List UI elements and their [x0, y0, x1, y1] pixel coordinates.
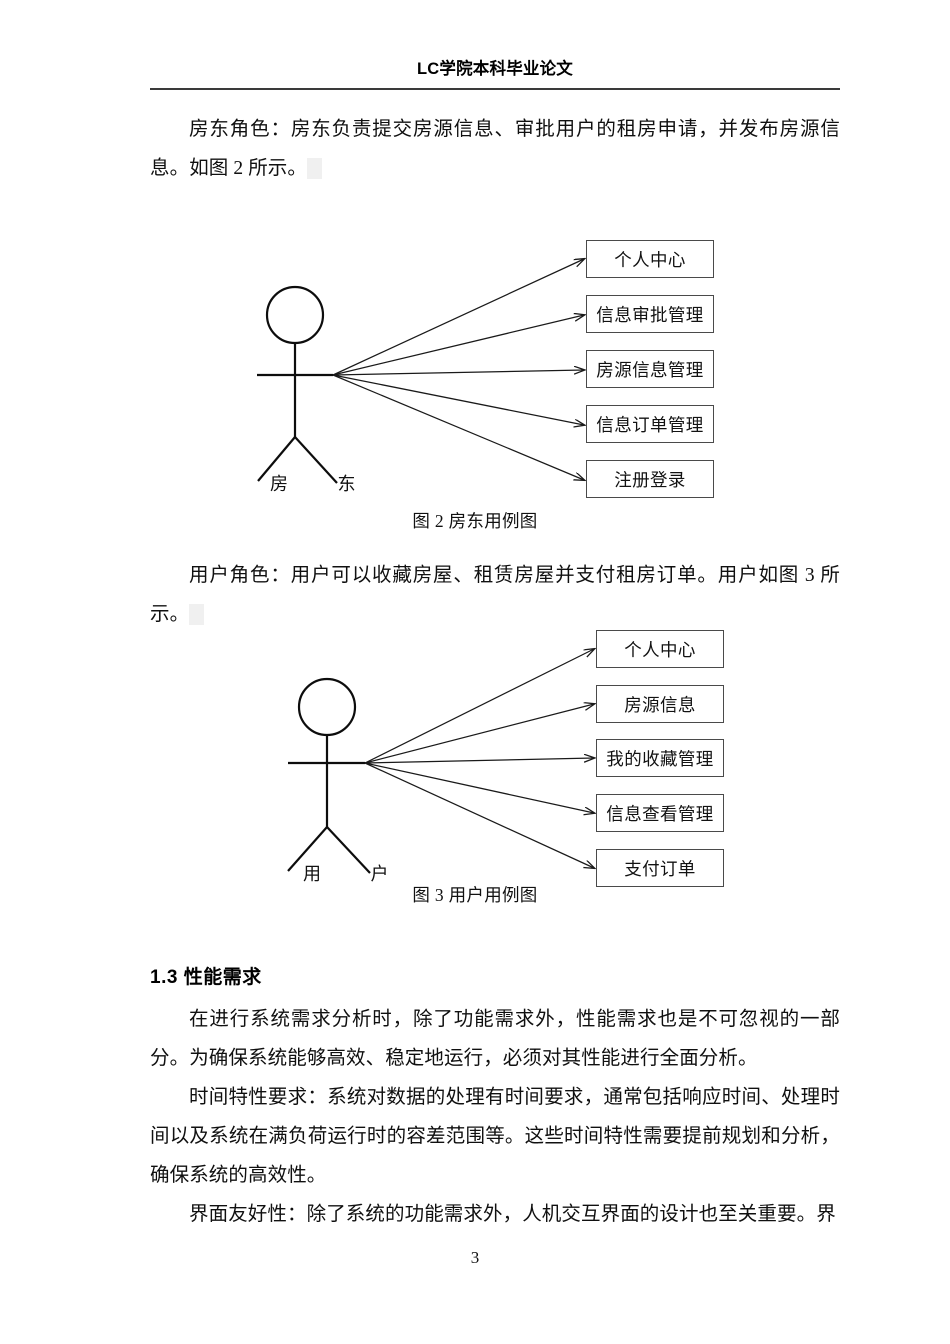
running-header: LC学院本科毕业论文	[150, 58, 840, 80]
figure-2-usecase-5: 注册登录	[586, 460, 714, 498]
figure-2-usecase-1: 个人中心	[586, 240, 714, 278]
figure-2-diagram: 房 东 个人中心 信息审批管理 房源信息管理 信息订单管理 注册登录	[0, 225, 950, 525]
figure-2-actor-and-connectors	[257, 225, 950, 484]
figure-3-actor-label: 用 户	[303, 864, 398, 884]
figure-3-actor-and-connectors	[287, 615, 950, 874]
paragraph-landlord-intro-text: 房东角色：房东负责提交房源信息、审批用户的租房申请，并发布房源信息。如图 2 所…	[150, 119, 840, 179]
association-lines	[364, 649, 594, 868]
paragraph-performance-intro: 在进行系统需求分析时，除了功能需求外，性能需求也是不可忽视的一部分。为确保系统能…	[150, 1009, 840, 1069]
paragraph-ui-friendliness: 界面友好性：除了系统的功能需求外，人机交互界面的设计也至关重要。界	[189, 1204, 836, 1225]
section-heading-performance: 1.3 性能需求	[150, 967, 262, 988]
paragraph-user-intro: 用户角色：用户可以收藏房屋、租赁房屋并支付租房订单。用户如图 3 所示。	[150, 556, 840, 634]
paragraph-time-characteristics: 时间特性要求：系统对数据的处理有时间要求，通常包括响应时间、处理时间以及系统在满…	[150, 1087, 840, 1186]
figure-2-usecase-3: 房源信息管理	[586, 350, 714, 388]
association-lines	[332, 259, 584, 480]
figure-3-caption: 图 3 用户用例图	[412, 885, 538, 905]
actor-stick-figure	[257, 285, 338, 484]
header-title: LC学院本科毕业论文	[417, 60, 573, 78]
page-number: 3	[470, 1248, 480, 1267]
figure-2-usecase-2: 信息审批管理	[586, 295, 714, 333]
figure-3-usecase-1: 个人中心	[596, 630, 724, 668]
header-divider	[150, 88, 840, 90]
figure-2-actor-label: 房 东	[270, 474, 365, 494]
actor-stick-figure	[287, 677, 371, 874]
paragraph-user-intro-text: 用户角色：用户可以收藏房屋、租赁房屋并支付租房订单。用户如图 3 所示。	[150, 565, 840, 625]
figure-3-diagram: 用 户 个人中心 房源信息 我的收藏管理 信息查看管理 支付订单	[0, 615, 950, 915]
figure-3-usecase-5: 支付订单	[596, 849, 724, 887]
figure-2-caption: 图 2 房东用例图	[412, 511, 538, 531]
paragraph-landlord-intro: 房东角色：房东负责提交房源信息、审批用户的租房申请，并发布房源信息。如图 2 所…	[150, 110, 840, 188]
figure-3-usecase-3: 我的收藏管理	[596, 739, 724, 777]
figure-3-usecase-4: 信息查看管理	[596, 794, 724, 832]
figure-3-usecase-2: 房源信息	[596, 685, 724, 723]
trailing-highlight-2	[189, 604, 205, 625]
trailing-highlight	[307, 158, 322, 179]
figure-2-usecase-4: 信息订单管理	[586, 405, 714, 443]
